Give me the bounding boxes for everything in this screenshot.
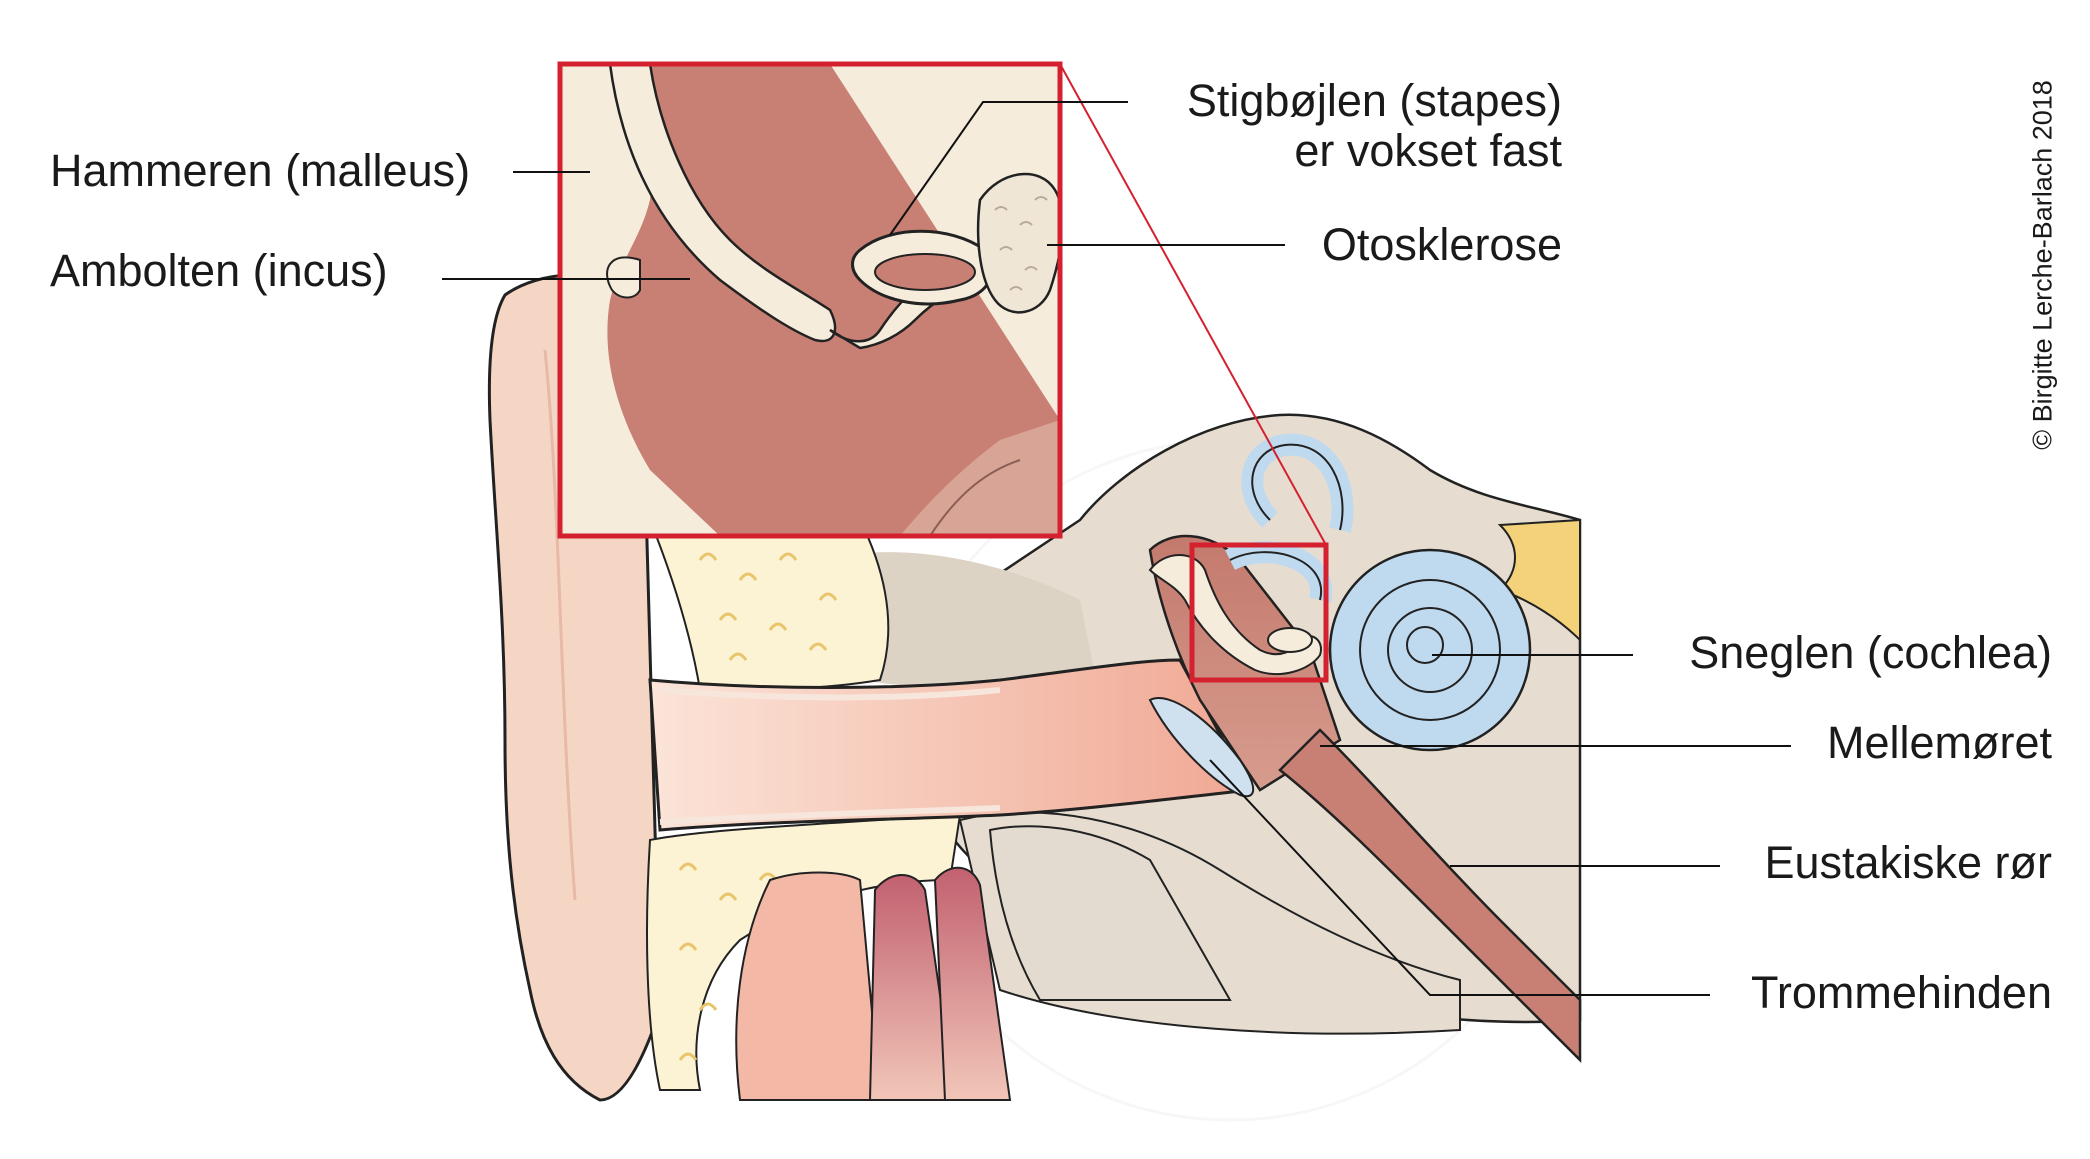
label-stapes-line2: er vokset fast — [1294, 125, 1562, 176]
copyright-text: © Birgitte Lerche-Barlach 2018 — [2027, 80, 2058, 450]
fat-squiggles-lower — [678, 862, 778, 1061]
fat-squiggles-upper — [698, 552, 838, 661]
eustachian-tube — [1278, 728, 1582, 1064]
callout-inset — [560, 64, 1060, 536]
leader-lines — [442, 101, 1791, 996]
upper-fat — [648, 519, 890, 692]
cochlea-shape — [1328, 548, 1532, 752]
detail-box-small — [1189, 542, 1329, 683]
label-cochlea: Sneglen (cochlea) — [1689, 627, 2052, 678]
cartilage-2 — [933, 866, 1012, 1101]
label-middle-ear: Mellemøret — [1826, 717, 2052, 768]
eardrum — [1148, 697, 1255, 798]
callout-frame — [557, 61, 1063, 539]
label-eustachian-tube: Eustakiske rør — [1764, 837, 2052, 888]
gray-block — [988, 825, 1232, 1001]
jaw-pink — [735, 871, 882, 1101]
label-eardrum: Trommehinden — [1751, 967, 2052, 1018]
label-incus: Ambolten (incus) — [50, 245, 388, 296]
label-otosclerosis: Otosklerose — [1321, 219, 1562, 270]
semicircular-canals — [1225, 433, 1354, 603]
label-stapes-line1: Stigbøjlen (stapes) — [1186, 75, 1562, 126]
otosclerosis-growth — [976, 172, 1060, 314]
inner-bone-shade — [820, 552, 1100, 700]
label-malleus: Hammeren (malleus) — [50, 145, 471, 196]
